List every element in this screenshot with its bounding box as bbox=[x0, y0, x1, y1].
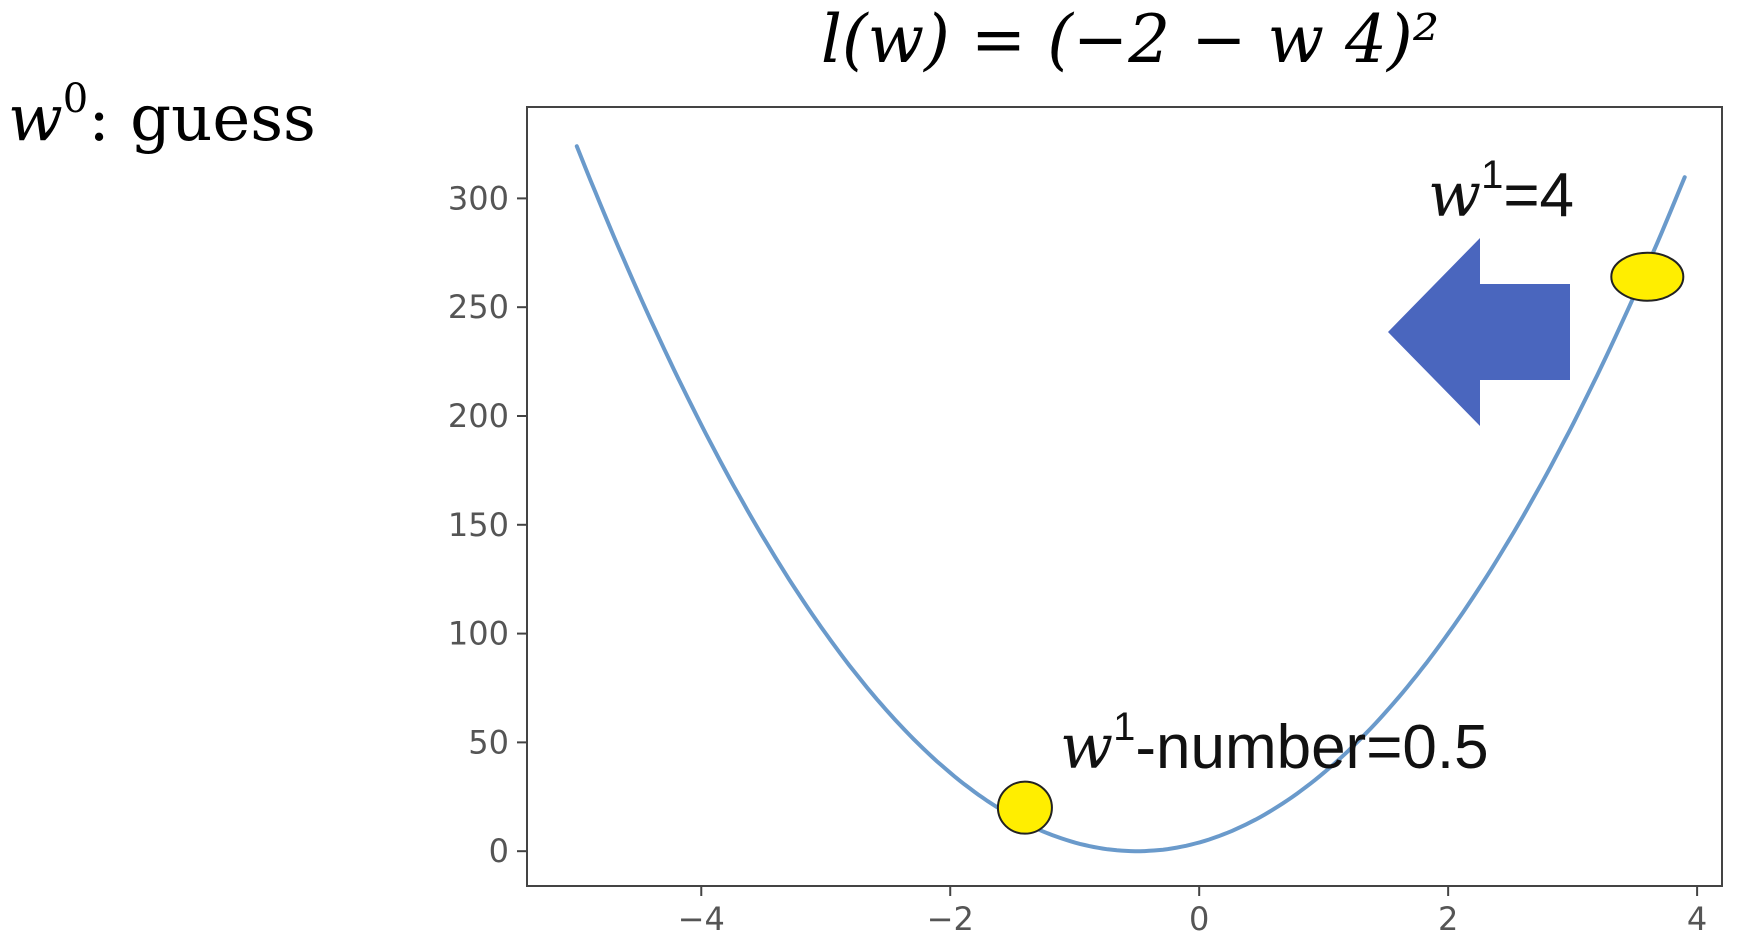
x-tick-label: 0 bbox=[1189, 900, 1209, 938]
highlight-point bbox=[996, 780, 1053, 835]
x-tick-label: 2 bbox=[1438, 900, 1458, 938]
initial-guess-var: w bbox=[8, 82, 63, 156]
y-tick-label: 250 bbox=[448, 288, 509, 326]
y-tick-label: 150 bbox=[448, 506, 509, 544]
highlight-point bbox=[1610, 251, 1685, 302]
axis-ticks: −4 −2 0 2 4 0 50 100 150 200 250 300 bbox=[448, 179, 1707, 938]
y-tick-label: 0 bbox=[489, 832, 509, 870]
series-line bbox=[574, 144, 1687, 854]
w1-bottom-sup: 1 bbox=[1113, 705, 1135, 749]
x-tick-label: −2 bbox=[927, 900, 974, 938]
w1-right-sup: 1 bbox=[1481, 153, 1503, 197]
left-arrow-shape bbox=[1388, 238, 1570, 426]
w1-right-rest: =4 bbox=[1503, 161, 1574, 230]
highlight-points bbox=[996, 251, 1685, 835]
chart-title: l(w) = (−2 − w 4)² bbox=[821, 1, 1439, 78]
w1-bottom-rest: -number=0.5 bbox=[1135, 713, 1488, 782]
y-tick-label: 50 bbox=[468, 723, 509, 761]
initial-guess-label: w0: guess bbox=[8, 76, 316, 156]
x-tick-label: −4 bbox=[678, 900, 725, 938]
w1-bottom-var: w bbox=[1060, 710, 1113, 783]
y-tick-label: 100 bbox=[448, 615, 509, 653]
w1-bottom-label: w1-number=0.5 bbox=[1060, 705, 1489, 783]
y-tick-label: 200 bbox=[448, 397, 509, 435]
w1-right-var: w bbox=[1428, 158, 1481, 231]
initial-guess-rest: : guess bbox=[88, 82, 316, 156]
w1-right-label: w1=4 bbox=[1428, 153, 1574, 231]
plot-frame bbox=[526, 106, 1723, 887]
y-tick-label: 300 bbox=[448, 179, 509, 217]
x-tick-label: 4 bbox=[1687, 900, 1707, 938]
initial-guess-sup: 0 bbox=[63, 76, 88, 122]
